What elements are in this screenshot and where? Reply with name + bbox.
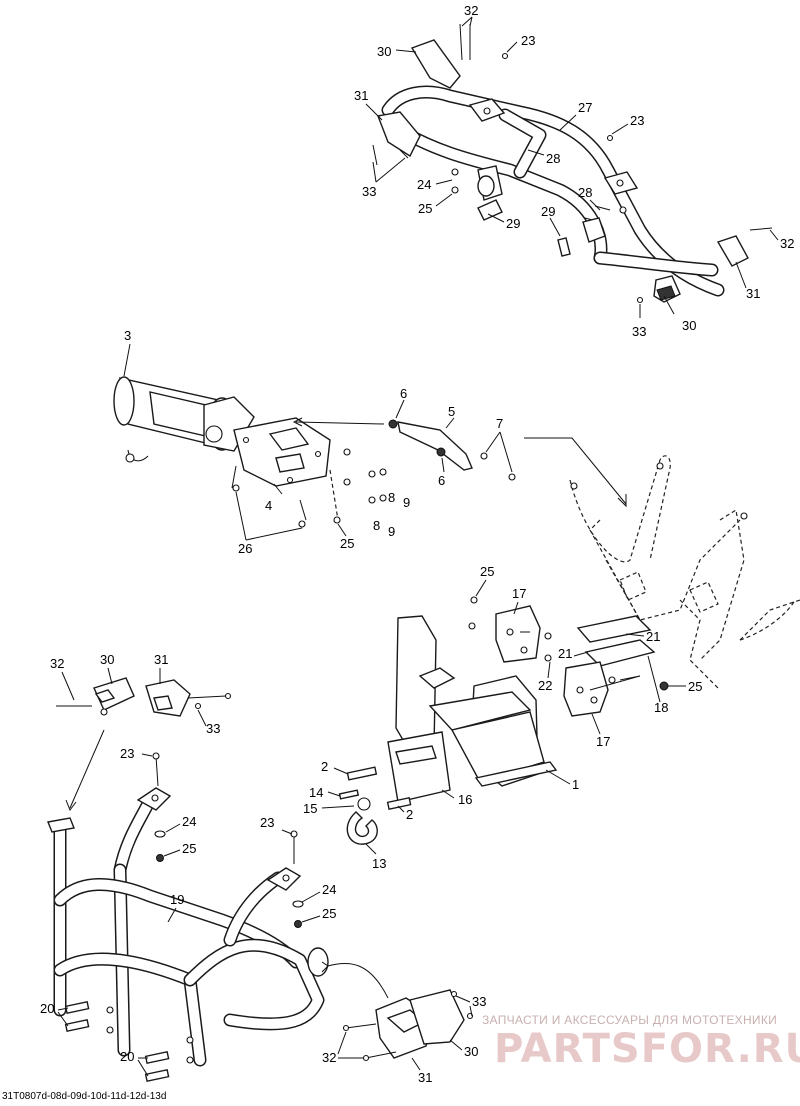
callout-27: 27 [578, 100, 592, 115]
callout-1: 1 [572, 777, 579, 792]
callout-25: 25 [688, 679, 702, 694]
front-bumper-frame-top [381, 85, 725, 297]
callout-32: 32 [464, 3, 478, 18]
callout-32: 32 [780, 236, 794, 251]
callout-29: 29 [506, 216, 520, 231]
mount-brackets [468, 596, 669, 717]
callout-9: 9 [403, 495, 410, 510]
callout-17: 17 [512, 586, 526, 601]
callout-8: 8 [373, 518, 380, 533]
callout-25: 25 [418, 201, 432, 216]
callout-6: 6 [438, 473, 445, 488]
callout-21: 21 [558, 646, 572, 661]
callout-31: 31 [418, 1070, 432, 1085]
callout-30: 30 [100, 652, 114, 667]
callout-17: 17 [596, 734, 610, 749]
callout-5: 5 [448, 404, 455, 419]
rear-hardware [152, 752, 474, 1062]
callout-32: 32 [50, 656, 64, 671]
callout-24: 24 [322, 882, 336, 897]
callout-23: 23 [260, 815, 274, 830]
vehicle-frame-outline [569, 455, 800, 691]
hitch-mount-and-hook [338, 731, 451, 845]
callout-21: 21 [646, 629, 660, 644]
callout-25: 25 [340, 536, 354, 551]
callout-26: 26 [238, 541, 252, 556]
callout-23: 23 [630, 113, 644, 128]
callout-25: 25 [322, 906, 336, 921]
callout-15: 15 [303, 801, 317, 816]
callout-8: 8 [388, 490, 395, 505]
callout-14: 14 [309, 785, 323, 800]
callout-31: 31 [354, 88, 368, 103]
callout-16: 16 [458, 792, 472, 807]
callout-28: 28 [578, 185, 592, 200]
callout-33: 33 [472, 994, 486, 1009]
callout-20: 20 [40, 1001, 54, 1016]
callout-32: 32 [322, 1050, 336, 1065]
callout-23: 23 [521, 33, 535, 48]
callout-2: 2 [406, 807, 413, 822]
callout-23: 23 [120, 746, 134, 761]
callout-2: 2 [321, 759, 328, 774]
callout-9: 9 [388, 524, 395, 539]
callout-31: 31 [746, 286, 760, 301]
callout-24: 24 [417, 177, 431, 192]
hitch-receiver [395, 615, 558, 787]
winch-bracket [368, 419, 516, 504]
winch-assembly [113, 376, 255, 463]
callout-24: 24 [182, 814, 196, 829]
callout-28: 28 [546, 151, 560, 166]
watermark-caption: ЗАПЧАСТИ И АКСЕССУАРЫ ДЛЯ МОТОТЕХНИКИ [482, 1013, 778, 1027]
callout-7: 7 [496, 416, 503, 431]
callout-33: 33 [632, 324, 646, 339]
callout-25: 25 [182, 841, 196, 856]
callout-29: 29 [541, 204, 555, 219]
callout-3: 3 [124, 328, 131, 343]
winch-mounting-plate [231, 417, 351, 528]
callout-33: 33 [362, 184, 376, 199]
callout-30: 30 [682, 318, 696, 333]
callout-22: 22 [538, 678, 552, 693]
callout-19: 19 [170, 892, 184, 907]
guide-parts-left [56, 677, 232, 717]
callout-31: 31 [154, 652, 168, 667]
callout-30: 30 [377, 44, 391, 59]
callout-6: 6 [400, 386, 407, 401]
callout-13: 13 [372, 856, 386, 871]
callout-30: 30 [464, 1044, 478, 1059]
rear-bumper-frame [47, 787, 329, 1083]
watermark-logo: PARTSFOR.RU [494, 1026, 800, 1072]
callout-4: 4 [265, 498, 272, 513]
callout-18: 18 [654, 700, 668, 715]
diagram-reference-code: 31T0807d-08d-09d-10d-11d-12d-13d [2, 1091, 167, 1102]
callout-20: 20 [120, 1049, 134, 1064]
callout-33: 33 [206, 721, 220, 736]
callout-25: 25 [480, 564, 494, 579]
top-hardware [372, 23, 773, 304]
